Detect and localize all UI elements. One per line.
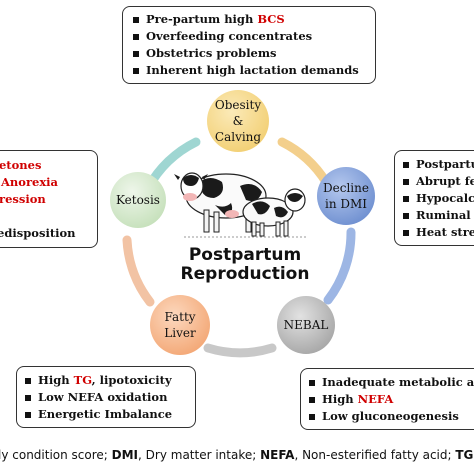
list-item: Hypocalce bbox=[401, 190, 474, 207]
list-item: Low NEFA oxidation bbox=[23, 389, 189, 406]
item-highlight: NEFA bbox=[357, 392, 394, 406]
item-text: redisposition bbox=[0, 226, 76, 240]
item-text: Low NEFA oxidation bbox=[38, 390, 168, 404]
list-item: Energetic Imbalance bbox=[23, 406, 189, 423]
center-title-line2: Reproduction bbox=[180, 264, 310, 284]
list-item: redisposition bbox=[0, 225, 97, 242]
item-highlight: Anorexia bbox=[1, 175, 59, 189]
item-text: Abrupt fe bbox=[416, 174, 474, 188]
list-item: Obstetrics problems bbox=[131, 45, 367, 62]
bullet-icon bbox=[403, 161, 409, 168]
node-ketosis-circle bbox=[110, 172, 166, 228]
dmi-factors-box: Postpartu Abrupt fe Hypocalce Ruminal a … bbox=[394, 150, 474, 246]
list-item: Abrupt fe bbox=[401, 173, 474, 190]
center-title: Postpartum Reproduction bbox=[160, 246, 330, 284]
bullet-icon bbox=[403, 229, 409, 236]
list-item: Heat stre bbox=[401, 224, 474, 241]
footer-text: , Non-esterified fatty acid; bbox=[294, 448, 456, 462]
node-dmi-line1: Decline bbox=[323, 181, 369, 195]
item-highlight: ketones bbox=[0, 158, 42, 172]
node-dmi-circle bbox=[317, 167, 375, 225]
list-item: Anorexia bbox=[0, 174, 97, 191]
node-ketosis-label: Ketosis bbox=[108, 192, 168, 208]
item-text: High bbox=[38, 373, 74, 387]
node-dmi-line2: in DMI bbox=[324, 197, 368, 211]
node-fatty-line2: Liver bbox=[164, 326, 196, 340]
abbreviations-footer: ly condition score; DMI, Dry matter inta… bbox=[0, 448, 474, 462]
footer-abbrev: DMI bbox=[111, 448, 139, 462]
item-text-post: , lipotoxicity bbox=[91, 373, 172, 387]
node-ketosis-line1: Ketosis bbox=[116, 193, 160, 207]
node-obesity-line2: & bbox=[232, 114, 244, 128]
bullet-icon bbox=[309, 413, 315, 420]
nebal-factors-list: Inadequate metabolic ada High NEFA Low g… bbox=[307, 374, 474, 425]
list-item: ketones bbox=[0, 157, 97, 174]
ketosis-factors-list: ketones Anorexia pression g redispositio… bbox=[0, 157, 97, 242]
list-item: Inherent high lactation demands bbox=[131, 62, 367, 79]
node-nebal-circle bbox=[277, 296, 335, 354]
node-obesity-label: Obesity & Calving bbox=[208, 97, 268, 145]
node-nebal-line1: NEBAL bbox=[283, 318, 329, 332]
list-item: High TG, lipotoxicity bbox=[23, 372, 189, 389]
list-item: Postpartu bbox=[401, 156, 474, 173]
footer-text: , Dry matter intake; bbox=[138, 448, 261, 462]
item-text: High bbox=[322, 392, 358, 406]
list-item: Overfeeding concentrates bbox=[131, 28, 367, 45]
item-text: Low gluconeogenesis bbox=[322, 409, 459, 423]
item-text: Pre-partum high bbox=[146, 12, 258, 26]
list-item: Low gluconeogenesis bbox=[307, 408, 474, 425]
footer-text: ly condition score; bbox=[0, 448, 112, 462]
list-item: g bbox=[0, 208, 97, 225]
ketosis-factors-box: ketones Anorexia pression g redispositio… bbox=[0, 150, 98, 248]
node-nebal-label: NEBAL bbox=[276, 317, 336, 333]
item-text: Inadequate metabolic ada bbox=[322, 375, 474, 389]
list-item: Inadequate metabolic ada bbox=[307, 374, 474, 391]
bullet-icon bbox=[309, 379, 315, 386]
fatty-liver-factors-list: High TG, lipotoxicity Low NEFA oxidation… bbox=[23, 372, 189, 423]
node-fatty-line1: Fatty bbox=[164, 310, 196, 324]
bullet-icon bbox=[309, 396, 315, 403]
list-item: pression bbox=[0, 191, 97, 208]
item-text: Hypocalce bbox=[416, 191, 474, 205]
item-highlight: BCS bbox=[257, 12, 285, 26]
cows-illustration bbox=[174, 172, 306, 238]
top-factors-list: Pre-partum high BCS Overfeeding concentr… bbox=[131, 11, 367, 79]
footer-abbrev: TG bbox=[455, 448, 474, 462]
list-item: Ruminal a bbox=[401, 207, 474, 224]
bullet-icon bbox=[133, 67, 139, 74]
bullet-icon bbox=[133, 33, 139, 40]
footer-abbrev: NEFA bbox=[260, 448, 295, 462]
item-text: Heat stre bbox=[416, 225, 474, 239]
bullet-icon bbox=[403, 195, 409, 202]
item-text: Ruminal a bbox=[416, 208, 474, 222]
fatty-liver-factors-box: High TG, lipotoxicity Low NEFA oxidation… bbox=[16, 366, 196, 428]
node-obesity-line1: Obesity bbox=[214, 98, 262, 112]
item-text: Overfeeding concentrates bbox=[146, 29, 313, 43]
dmi-factors-list: Postpartu Abrupt fe Hypocalce Ruminal a … bbox=[401, 156, 474, 241]
item-text: Obstetrics problems bbox=[146, 46, 277, 60]
item-text: Energetic Imbalance bbox=[38, 407, 173, 421]
node-obesity-line3: Calving bbox=[214, 130, 262, 144]
node-obesity-circle bbox=[207, 90, 269, 152]
bullet-icon bbox=[25, 411, 31, 418]
node-fatty-label: Fatty Liver bbox=[150, 309, 210, 341]
item-highlight: TG bbox=[73, 373, 92, 387]
list-item: High NEFA bbox=[307, 391, 474, 408]
bullet-icon bbox=[403, 178, 409, 185]
bullet-icon bbox=[403, 212, 409, 219]
bullet-icon bbox=[133, 16, 139, 23]
nebal-factors-box: Inadequate metabolic ada High NEFA Low g… bbox=[300, 368, 474, 430]
top-factors-box: Pre-partum high BCS Overfeeding concentr… bbox=[122, 6, 376, 84]
center-title-line1: Postpartum bbox=[188, 245, 302, 265]
item-text: Postpartu bbox=[416, 157, 474, 171]
node-dmi-label: Decline in DMI bbox=[316, 180, 376, 212]
item-highlight: pression bbox=[0, 192, 46, 206]
bullet-icon bbox=[25, 377, 31, 384]
bullet-icon bbox=[25, 394, 31, 401]
item-text: Inherent high lactation demands bbox=[146, 63, 359, 77]
node-fatty-circle bbox=[150, 295, 210, 355]
bullet-icon bbox=[133, 50, 139, 57]
list-item: Pre-partum high BCS bbox=[131, 11, 367, 28]
